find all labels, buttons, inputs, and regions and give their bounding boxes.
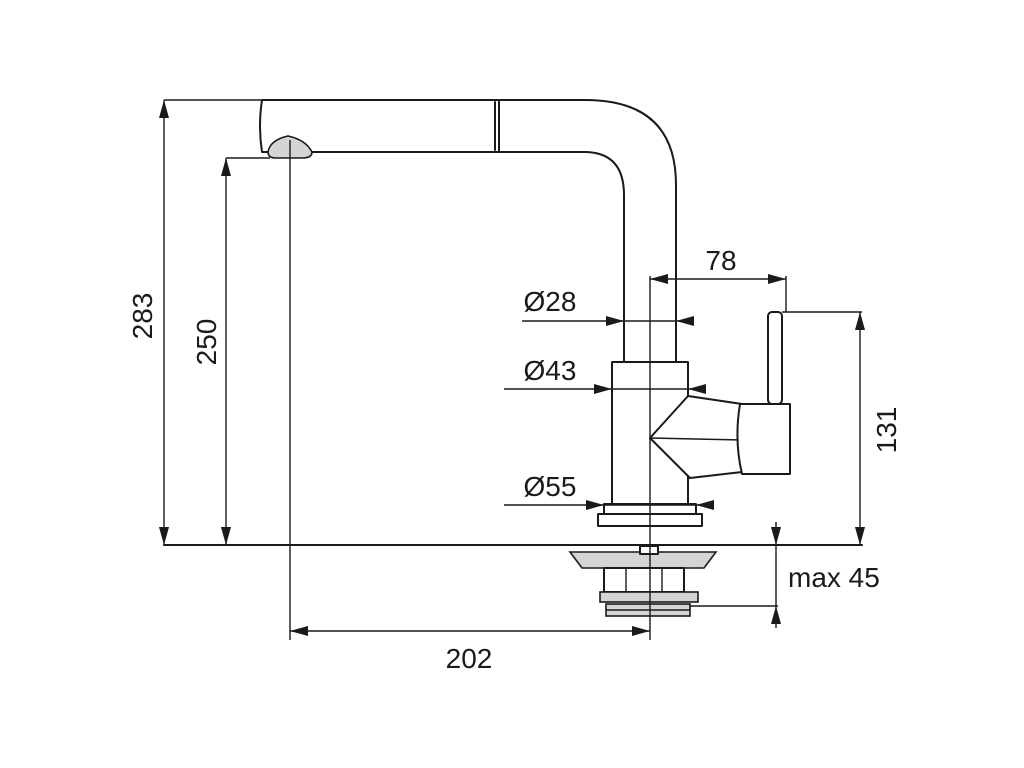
dim-78-arrow-right	[768, 274, 786, 284]
dim-55-arrow-left	[586, 500, 604, 510]
label-78: 78	[705, 245, 736, 276]
dim-55-arrow-right	[696, 500, 714, 510]
label-283: 283	[127, 293, 158, 340]
dim-max45-arrow-bottom	[771, 606, 781, 624]
label-o55: Ø55	[524, 471, 577, 502]
handle-cone	[649, 395, 743, 479]
label-max45: max 45	[788, 562, 880, 593]
dim-250-arrow-bottom	[221, 527, 231, 545]
dim-28-arrow-left	[606, 316, 624, 326]
label-131: 131	[871, 407, 902, 454]
cone-line	[649, 437, 743, 441]
reference-lines	[163, 99, 863, 640]
dim-250-arrow-top	[221, 158, 231, 176]
label-250: 250	[191, 319, 222, 366]
dim-131-arrow-top	[855, 312, 865, 330]
dimension-labels: 283 250 78 Ø28 Ø43 Ø55 131 max 45 202	[127, 245, 902, 674]
handle-hub	[736, 403, 791, 475]
mounting-kit	[568, 545, 718, 617]
mount-shank	[603, 567, 685, 593]
dim-43-arrow-left	[594, 384, 612, 394]
handle-lever	[767, 311, 783, 405]
label-o43: Ø43	[524, 355, 577, 386]
spout-outline	[259, 99, 677, 363]
dim-max45-arrow-top	[771, 527, 781, 545]
faucet	[259, 99, 791, 527]
dim-43-arrow-right	[688, 384, 706, 394]
dim-202-arrow-right	[632, 626, 650, 636]
dimension-lines	[159, 100, 865, 636]
mount-nut-top	[599, 591, 699, 603]
mount-washer	[568, 551, 718, 569]
mount-stud	[639, 545, 659, 555]
dim-78-arrow-left	[650, 274, 668, 284]
label-202: 202	[446, 643, 493, 674]
dim-202-arrow-left	[290, 626, 308, 636]
dim-28-arrow-right	[676, 316, 694, 326]
dim-283-arrow-bottom	[159, 527, 169, 545]
dim-283-arrow-top	[159, 100, 169, 118]
label-o28: Ø28	[524, 286, 577, 317]
dim-131-arrow-bottom	[855, 527, 865, 545]
